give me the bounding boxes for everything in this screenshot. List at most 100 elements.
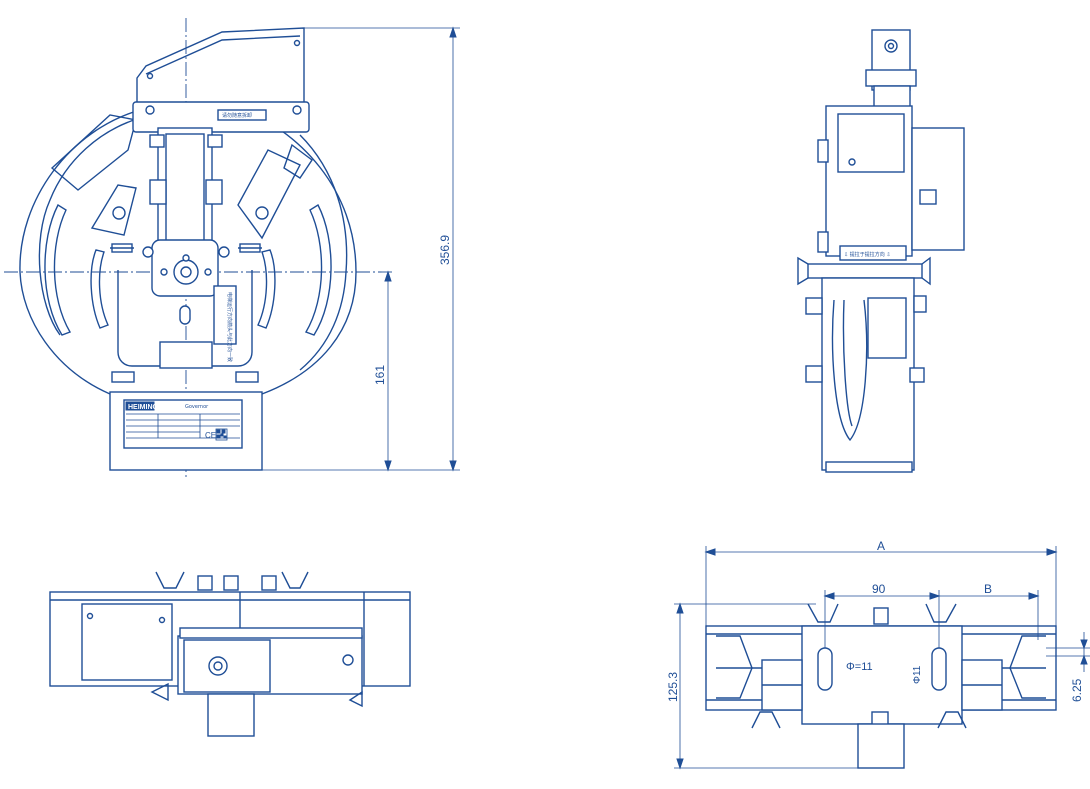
wing-nut-left [110,243,134,253]
top-hex-nut [873,607,889,625]
vertical-note-plate [213,285,237,345]
top-wing-nut-right [925,603,957,623]
top-view: Φ=11 Φ11 A [666,539,1090,770]
hub-bolt-2 [218,246,230,258]
label-strip-text: 请勿随意拆卸 [222,112,252,119]
wheel-inner-rim-right [299,134,348,371]
top-wing-nut-bottom-right [937,711,967,729]
side-left-nut-bottom [817,231,829,253]
wing-nut-right [238,243,262,253]
plan-screw [342,654,354,666]
side-wing-bar [807,263,923,279]
qr-code [215,428,228,441]
base-slot [179,305,191,325]
top-wing-nut-bottom-left [751,711,781,729]
dimension-b: B [939,582,1040,640]
side-cover-plate [837,113,905,173]
side-cover-screw [848,158,856,166]
plan-bottom-stub [207,693,255,737]
plan-hex-nut-3 [261,575,277,591]
dimension-spacing: 90 [823,582,941,648]
dimension-a-label: A [877,539,885,553]
dimension-overall-height: 356.9 [262,26,460,472]
arm-pivot-left [112,206,126,220]
top-bottom-stub [857,723,905,769]
hub-axle [180,266,192,278]
left-wedge-guard [50,114,137,191]
hub-bolt-1 [142,246,154,258]
column-bracket-left [149,134,165,148]
side-base [825,461,913,473]
side-bolt-1 [805,297,823,315]
side-left-nut-top [817,139,829,163]
dimension-offset-label: 6.25 [1070,678,1084,702]
plan-wing-bottom-left [150,682,169,702]
side-right-box [911,127,965,251]
right-swing-arm [237,149,301,240]
top-marking: Φ11 [912,665,923,684]
top-wing-nut-left [807,603,839,623]
bottom-nut-left [111,371,135,383]
top-rope-label: Φ=11 [846,661,873,673]
column-bracket-right [207,134,223,148]
dimension-center-height-label: 161 [373,365,387,385]
central-column-inner [165,133,205,243]
side-sheave-profile [831,299,868,442]
vertical-note-text: 电梯运行方向箭头与此方向一致 [226,292,233,362]
base-cutout [159,341,213,369]
nameplate-product: Governor [185,404,209,410]
dimension-overall-height-label: 356.9 [438,235,452,265]
top-slot-left [817,647,833,691]
front-view: 请勿随意拆卸 [4,18,460,478]
side-label-plate [839,245,907,261]
plan-wing-nut-left [155,571,185,589]
side-bolt-2 [913,295,927,313]
left-swing-arm [90,184,137,236]
plan-axle-inner [213,661,223,671]
nameplate-brand: HEIMING [128,404,159,411]
side-right-nut [919,189,937,205]
plan-sheave-strip [179,627,363,639]
side-wing-left [797,256,809,286]
plan-left-box-screw [86,612,94,620]
dimension-depth-label: 125.3 [666,672,680,702]
wheel-inner-rim [38,117,141,336]
plan-view [49,571,411,737]
cover-screw-top [293,39,301,47]
side-label-text: ⇩ 提拉于提拉方向 ⇩ [844,251,891,258]
side-governor-unit [867,297,907,359]
plan-wing-nut-right [281,571,309,589]
dimension-offset: 6.25 [1046,632,1090,702]
plan-left-box-screw-2 [158,616,166,624]
dimension-center-height: 161 [373,270,392,472]
hub-bolt-5 [182,254,190,262]
arc-slot-right-inner [257,249,276,329]
side-bolt-4 [909,367,925,383]
top-cover-ridge [145,35,301,75]
cover-screw-left [146,72,154,80]
dimension-spacing-label: 90 [872,582,886,596]
side-view: ⇩ 提拉于提拉方向 ⇩ [797,29,965,473]
plan-left-box [81,603,173,681]
column-clamp-right [205,179,223,205]
arc-slot-right-outer [304,204,332,336]
nameplate-brand-bg [125,401,155,411]
side-sheave-groove [842,299,853,427]
dimension-a: A [704,539,1058,626]
side-bracket-clamp [865,69,917,87]
label-strip [217,109,267,121]
bottom-nut-right [235,371,259,383]
plan-wing-bottom-right [348,690,363,708]
plan-hex-nut-2 [223,575,239,591]
top-slot-right [931,647,947,691]
dimension-b-label: B [984,582,992,596]
dimension-depth: 125.3 [666,602,860,770]
hub-bolt-3 [160,268,168,276]
side-wing-right [921,256,931,286]
side-top-hole-inner [887,42,895,50]
hub-bolt-4 [204,268,212,276]
ce-mark: CE [205,431,216,440]
side-bolt-3 [805,365,823,383]
arc-slot-left-inner [90,249,109,329]
